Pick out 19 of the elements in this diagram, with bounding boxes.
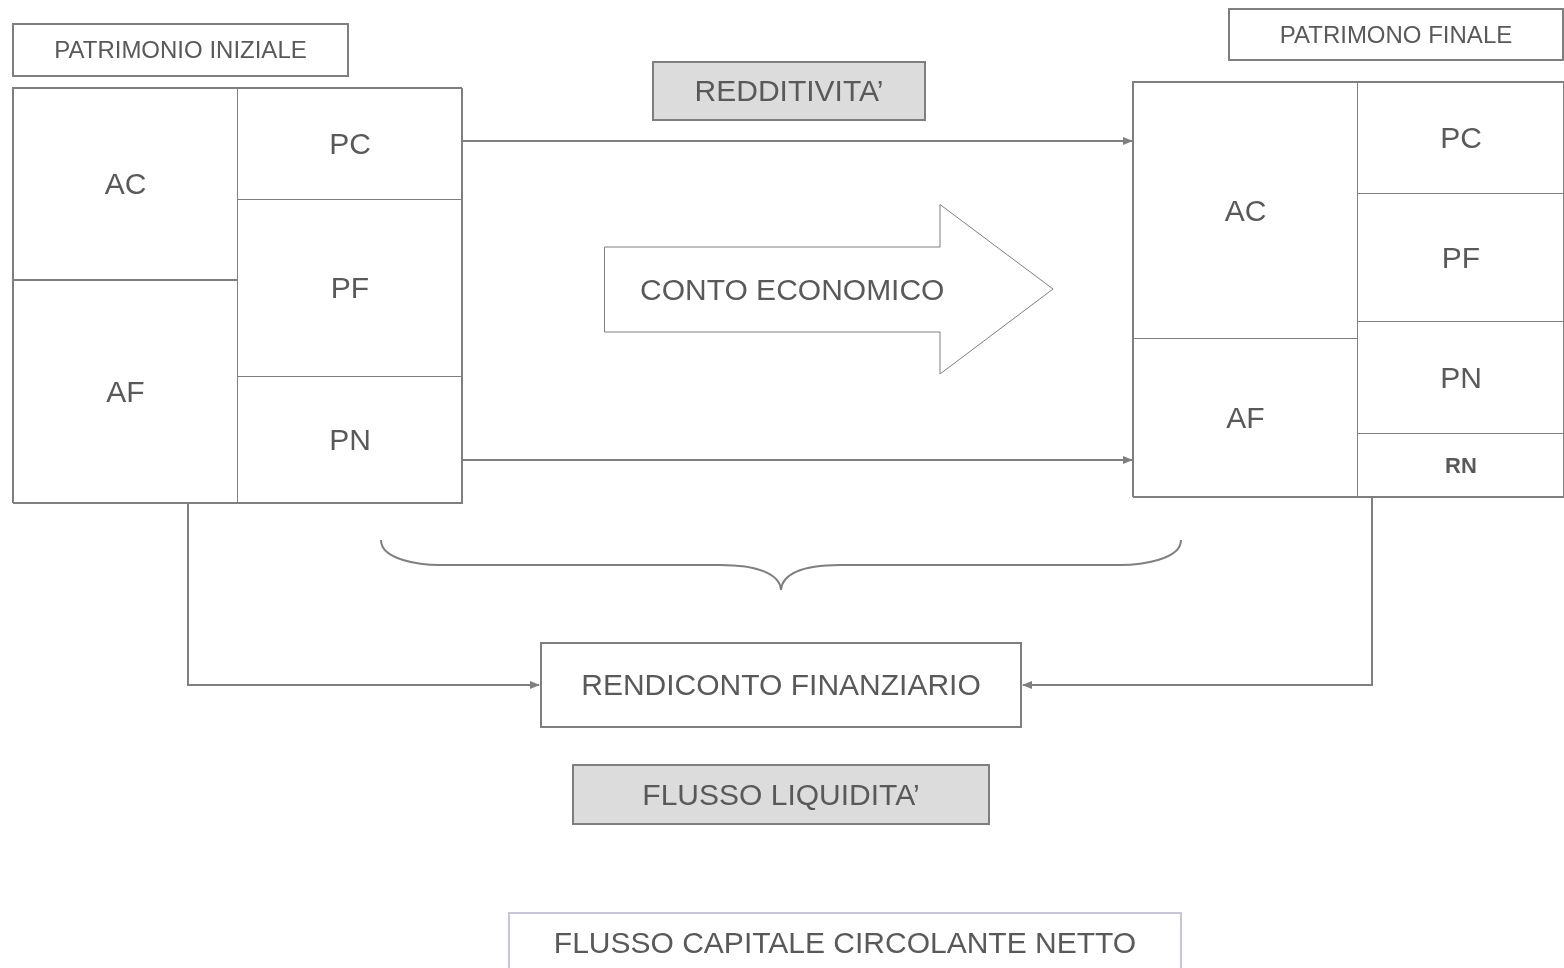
table-cell: AC (13, 88, 238, 280)
arrow (461, 137, 1133, 145)
balance-sheet-table (12, 87, 462, 503)
table-cell: AF (13, 280, 238, 504)
table-cell: AF (1133, 338, 1358, 498)
label-box: FLUSSO LIQUIDITA’ (572, 764, 990, 825)
table-cell: AC (1133, 82, 1358, 339)
block-arrow: CONTO ECONOMICO (604, 204, 1054, 375)
title-box: PATRIMONIO INIZIALE (12, 23, 349, 77)
table-cell: PC (237, 88, 463, 200)
balance-sheet-table (1132, 81, 1564, 497)
arrow (1022, 496, 1373, 689)
arrow (461, 456, 1133, 464)
title-box: PATRIMONO FINALE (1228, 8, 1564, 61)
statement-box: FLUSSO CAPITALE CIRCOLANTE NETTO (508, 912, 1182, 968)
table-cell: PN (237, 376, 463, 504)
statement-box: RENDICONTO FINANZIARIO (540, 642, 1022, 728)
arrow (187, 502, 540, 689)
label-box: REDDITIVITA’ (652, 61, 926, 121)
